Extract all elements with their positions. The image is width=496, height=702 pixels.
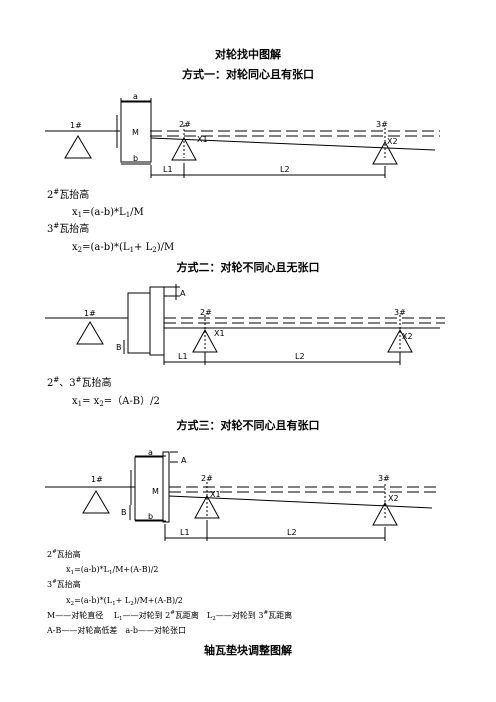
m1-b-label: b <box>133 154 138 163</box>
m1-a-label: a <box>133 92 138 101</box>
m3-legend1: M——对轮直径 L1——对轮到 2#瓦距离 L2——对轮到 3#瓦距离 <box>47 610 293 622</box>
m3-a-label: a <box>148 448 153 457</box>
m3-legend2: A-B——对轮高低差 a-b——对轮张口 <box>47 626 186 635</box>
m1-x1-label: X1 <box>197 135 208 144</box>
method2-heading: 方式二：对轮不同心且无张口 <box>176 261 320 274</box>
method1-heading: 方式一：对轮同心且有张口 <box>182 68 314 81</box>
m2-bearing2-label: 2# <box>200 308 212 317</box>
m1-x2-label: X2 <box>387 137 398 146</box>
m3-b-label: b <box>148 512 153 521</box>
bearing-2 <box>171 136 197 161</box>
m3-bearing3-label: 3# <box>378 474 390 483</box>
m1-bearing1-label: 1# <box>70 121 82 130</box>
m2-line1: 2#、3#瓦抬高 <box>47 376 112 390</box>
m1-line4: x2=(a-b)*(L1+ L2)/M <box>72 242 175 254</box>
bearing-1 <box>76 321 104 345</box>
m1-line2: x1=(a-b)*L1/M <box>72 207 144 219</box>
m3-bearing1-label: 1# <box>91 475 103 484</box>
m3-bearing2-label: 2# <box>201 474 213 483</box>
m2-bearing1-label: 1# <box>84 309 96 318</box>
m3-line2: x1=(a-b)*L1/M+(A-B)/2 <box>66 565 159 576</box>
bearing-1 <box>82 490 110 514</box>
m3-line3: 3#瓦抬高 <box>47 579 81 589</box>
m3-B-label: B <box>121 508 127 517</box>
coupling <box>120 101 152 163</box>
m2-line2: x1= x2=（A-B）/2 <box>72 396 160 408</box>
m2-l2-label: L2 <box>295 352 305 361</box>
method1-diagram: 1# 2# 3# a b M X1 X2 L1 L2 <box>45 92 440 178</box>
m2-A-label: A <box>180 289 186 298</box>
m1-bearing3-label: 3# <box>376 120 388 129</box>
bearing-1 <box>64 135 92 159</box>
m1-bearing2-label: 2# <box>179 120 191 129</box>
m1-line1: 2#瓦抬高 <box>47 188 90 202</box>
document-title: 对轮找中图解 <box>215 48 281 61</box>
method3-heading: 方式三：对轮不同心且有张口 <box>176 419 320 432</box>
m2-B-label: B <box>116 343 122 352</box>
m2-x1-label: X1 <box>214 329 225 338</box>
method3-diagram: 1# 2# 3# a b A B M X1 X2 L1 L2 <box>45 448 440 541</box>
m3-x2-label: X2 <box>388 494 399 503</box>
m3-l1-label: L1 <box>180 528 190 537</box>
bearing-3 <box>372 140 398 165</box>
m3-l2-label: L2 <box>287 528 297 537</box>
m3-m-label: M <box>152 487 159 496</box>
m2-bearing3-label: 3# <box>394 308 406 317</box>
m1-l2-label: L2 <box>280 165 290 174</box>
bearing-3 <box>372 501 398 526</box>
m1-l1-label: L1 <box>163 165 173 174</box>
m1-m-label: M <box>132 128 139 137</box>
m3-A-label: A <box>181 456 187 465</box>
method2-diagram: 1# 2# 3# A B X1 X2 L1 L2 <box>45 284 445 365</box>
m3-line4: x2=(a-b)*(L1+ L2)/M+(A-B)/2 <box>66 596 183 607</box>
bearing-2 <box>194 494 220 519</box>
footer-title: 轴瓦垫块调整图解 <box>204 644 292 657</box>
m2-l1-label: L1 <box>178 352 188 361</box>
m3-x1-label: X1 <box>210 490 221 499</box>
m1-line3: 3#瓦抬高 <box>47 222 90 236</box>
m3-line1: 2#瓦抬高 <box>47 549 81 559</box>
m2-x2-label: X2 <box>402 332 413 341</box>
